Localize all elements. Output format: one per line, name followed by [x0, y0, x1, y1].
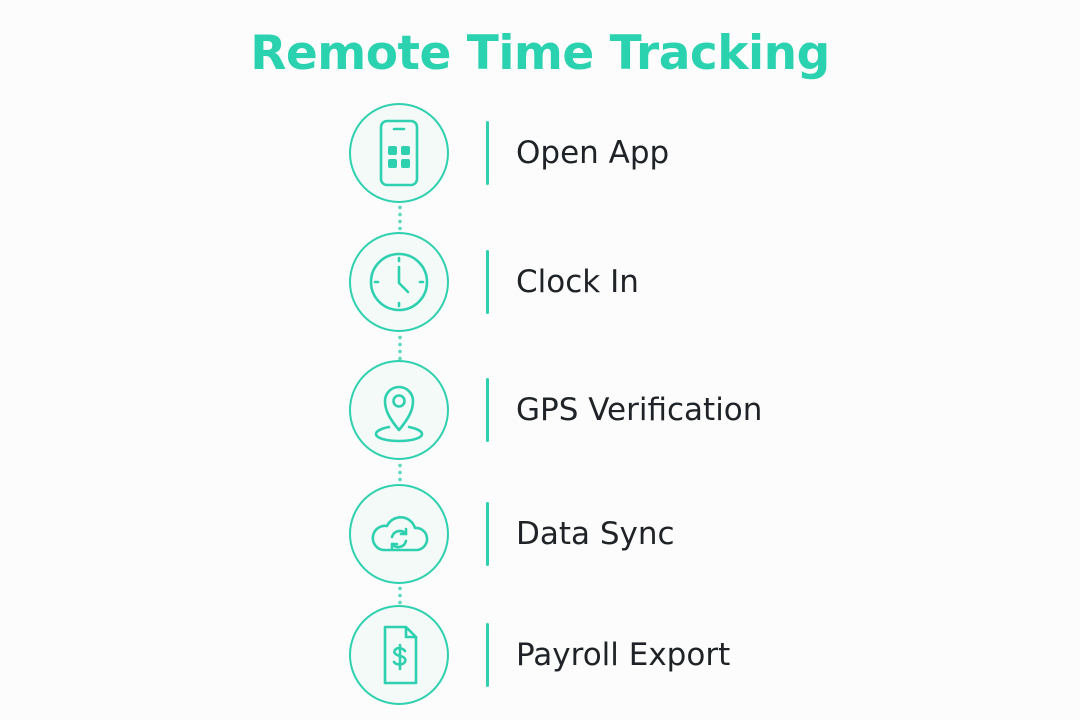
step-icon-circle [349, 103, 449, 203]
smartphone-app-icon [379, 119, 419, 187]
step-connector [398, 462, 402, 484]
step-gps-verification: GPS Verification [0, 360, 1080, 466]
step-connector [398, 204, 402, 230]
step-divider [486, 121, 489, 185]
step-payroll-export: Payroll Export [0, 605, 1080, 711]
step-connector [398, 334, 402, 360]
step-label: Data Sync [516, 516, 675, 552]
step-label: Open App [516, 135, 670, 171]
step-label: Clock In [516, 264, 639, 300]
dollar-document-icon [383, 625, 418, 685]
step-connector [398, 585, 402, 605]
step-open-app: Open App [0, 103, 1080, 209]
step-divider [486, 623, 489, 687]
step-icon-circle [349, 232, 449, 332]
step-icon-circle [349, 360, 449, 460]
step-icon-circle [349, 484, 449, 584]
step-divider [486, 378, 489, 442]
cloud-sync-icon [371, 516, 429, 552]
step-icon-circle [349, 605, 449, 705]
diagram-title: Remote Time Tracking [250, 26, 830, 81]
location-pin-icon [374, 385, 424, 443]
step-divider [486, 250, 489, 314]
clock-icon [369, 252, 429, 312]
step-divider [486, 502, 489, 566]
step-data-sync: Data Sync [0, 484, 1080, 590]
step-label: Payroll Export [516, 637, 731, 673]
step-clock-in: Clock In [0, 232, 1080, 338]
step-label: GPS Verification [516, 392, 763, 428]
